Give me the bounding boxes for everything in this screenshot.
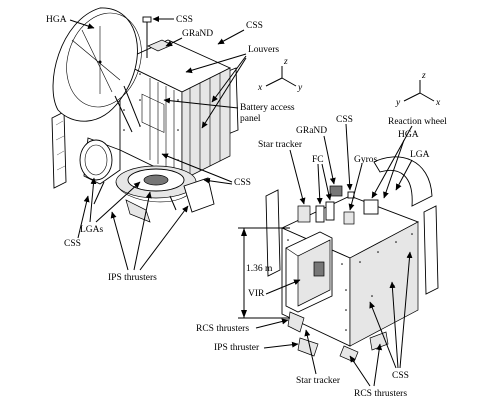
battery-access-panel (141, 93, 165, 133)
louver-stripes (149, 73, 221, 176)
axis-label-y-right: y (395, 98, 401, 108)
label-css-top-right: CSS (246, 21, 263, 31)
bottom-thrusters-right (287, 311, 389, 363)
label-battery-line1: Battery access (240, 103, 295, 113)
label-css-top: CSS (176, 15, 193, 25)
axis-label-y-left: y (297, 83, 303, 93)
axes-triad-left: z x y (257, 57, 303, 93)
axes-triad-right: z y x (395, 71, 441, 108)
label-css-mid: CSS (234, 178, 251, 188)
solar-panel-stub-right-right (423, 205, 439, 295)
grand-instrument-right (329, 185, 343, 197)
axis-label-x-right: x (435, 98, 441, 108)
fc-unit-1 (315, 205, 325, 223)
label-hga-right: HGA (398, 130, 419, 140)
gyros-unit (343, 211, 355, 225)
axis-label-z-left: z (283, 57, 288, 67)
dimension-marker (238, 227, 290, 319)
label-ips-thrusters: IPS thrusters (108, 273, 157, 283)
fc-unit-2 (325, 201, 335, 221)
solar-panel-stub-right-left (265, 189, 281, 277)
label-ips-thruster: IPS thruster (214, 343, 260, 353)
solar-panel-stub-left (51, 111, 67, 189)
label-rcs-thrusters-bottom: RCS thrusters (354, 389, 407, 399)
spacecraft-right (265, 156, 439, 363)
label-star-tracker-bottom: Star tracker (296, 376, 341, 386)
ips-thruster-section (79, 137, 215, 223)
label-hga-top: HGA (46, 15, 67, 25)
label-lgas: LGAs (80, 225, 104, 235)
label-css-left: CSS (64, 239, 81, 249)
label-css-bottom: CSS (392, 371, 409, 381)
label-css-right: CSS (336, 115, 353, 125)
label-rcs-thrusters-left: RCS thrusters (196, 324, 249, 334)
label-lga: LGA (410, 150, 430, 160)
axis-label-z-right: z (421, 71, 426, 81)
reaction-wheel-unit (363, 199, 379, 215)
css-mast-top (142, 16, 152, 58)
label-star-tracker-top: Star tracker (258, 140, 303, 150)
callouts: HGA CSS GRaND CSS Louvers Battery access… (46, 15, 447, 399)
label-grand-right: GRaND (296, 126, 327, 136)
label-vir: VIR (248, 289, 265, 299)
vir-instrument (285, 231, 333, 313)
hga-dish-left (52, 7, 142, 133)
label-grand-top: GRaND (182, 29, 213, 39)
label-dimension: 1.36 m (246, 264, 273, 274)
lga-ring-right (373, 156, 433, 207)
label-louvers: Louvers (248, 45, 279, 55)
star-tracker-unit (297, 205, 311, 223)
label-battery-line2: panel (240, 114, 261, 124)
axis-label-x-left: x (257, 83, 263, 93)
label-gyros: Gyros (354, 155, 378, 165)
label-fc: FC (312, 155, 324, 165)
label-reaction-wheel: Reaction wheel (388, 117, 447, 127)
spacecraft-left (51, 7, 239, 223)
